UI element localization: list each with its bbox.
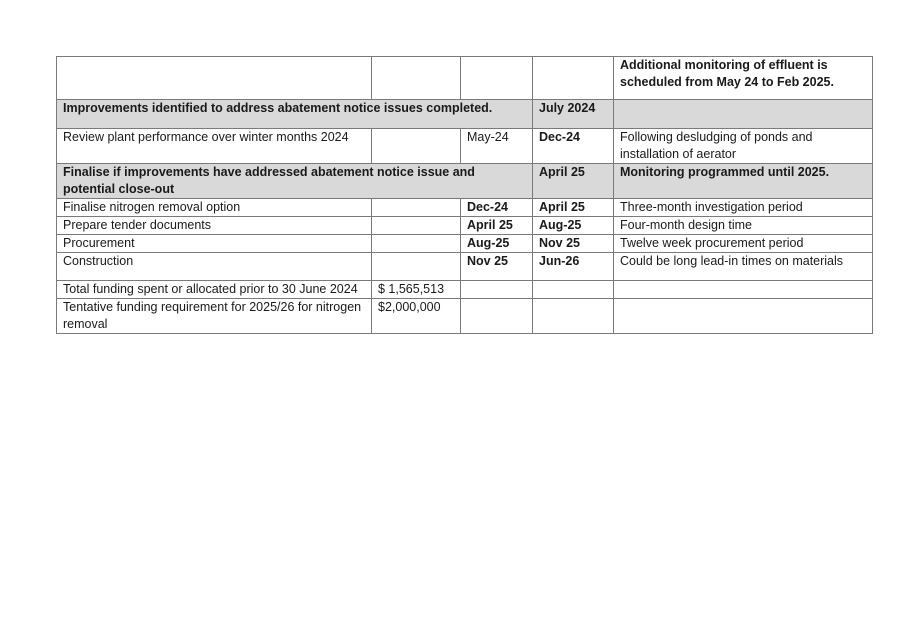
amount-cell: $ 1,565,513 [371,280,461,299]
amount-cell: $2,000,000 [371,298,461,334]
section-title: Finalise if improvements have addressed … [56,163,533,199]
end-cell: April 25 [532,163,614,199]
notes-cell: Additional monitoring of effluent is sch… [613,56,873,100]
table-row: Procurement Aug-25 Nov 25 Twelve week pr… [56,234,873,253]
funding-row: Tentative funding requirement for 2025/2… [56,298,873,334]
task-cell: Finalise nitrogen removal option [56,198,372,217]
end-cell: Aug-25 [532,216,614,235]
notes-cell: Twelve week procurement period [613,234,873,253]
start-cell [460,280,533,299]
notes-cell: Could be long lead-in times on materials [613,252,873,281]
end-cell: Dec-24 [532,128,614,164]
section-row: Finalise if improvements have addressed … [56,163,873,199]
start-cell: April 25 [460,216,533,235]
funding-row: Total funding spent or allocated prior t… [56,280,873,299]
amount-cell [371,234,461,253]
section-row: Improvements identified to address abate… [56,99,873,129]
end-cell: April 25 [532,198,614,217]
start-cell: Nov 25 [460,252,533,281]
amount-cell [371,198,461,217]
start-cell: May-24 [460,128,533,164]
task-cell [56,56,372,100]
funding-label: Total funding spent or allocated prior t… [56,280,372,299]
start-cell: Dec-24 [460,198,533,217]
table-row: Prepare tender documents April 25 Aug-25… [56,216,873,235]
funding-label: Tentative funding requirement for 2025/2… [56,298,372,334]
task-cell: Review plant performance over winter mon… [56,128,372,164]
amount-cell [371,56,461,100]
amount-cell [371,216,461,235]
end-cell [532,280,614,299]
table-row: Construction Nov 25 Jun-26 Could be long… [56,252,873,281]
notes-cell [613,298,873,334]
notes-cell: Three-month investigation period [613,198,873,217]
task-cell: Procurement [56,234,372,253]
schedule-table: Additional monitoring of effluent is sch… [56,56,873,334]
section-title: Improvements identified to address abate… [56,99,533,129]
notes-cell: Following desludging of ponds and instal… [613,128,873,164]
end-cell: July 2024 [532,99,614,129]
amount-cell [371,252,461,281]
notes-cell [613,99,873,129]
notes-cell: Four-month design time [613,216,873,235]
end-cell: Jun-26 [532,252,614,281]
start-cell: Aug-25 [460,234,533,253]
amount-cell [371,128,461,164]
table-row: Additional monitoring of effluent is sch… [56,56,873,100]
task-cell: Construction [56,252,372,281]
task-cell: Prepare tender documents [56,216,372,235]
notes-cell: Monitoring programmed until 2025. [613,163,873,199]
start-cell [460,298,533,334]
notes-cell [613,280,873,299]
table-row: Review plant performance over winter mon… [56,128,873,164]
end-cell [532,298,614,334]
end-cell: Nov 25 [532,234,614,253]
start-cell [460,56,533,100]
end-cell [532,56,614,100]
table-row: Finalise nitrogen removal option Dec-24 … [56,198,873,217]
